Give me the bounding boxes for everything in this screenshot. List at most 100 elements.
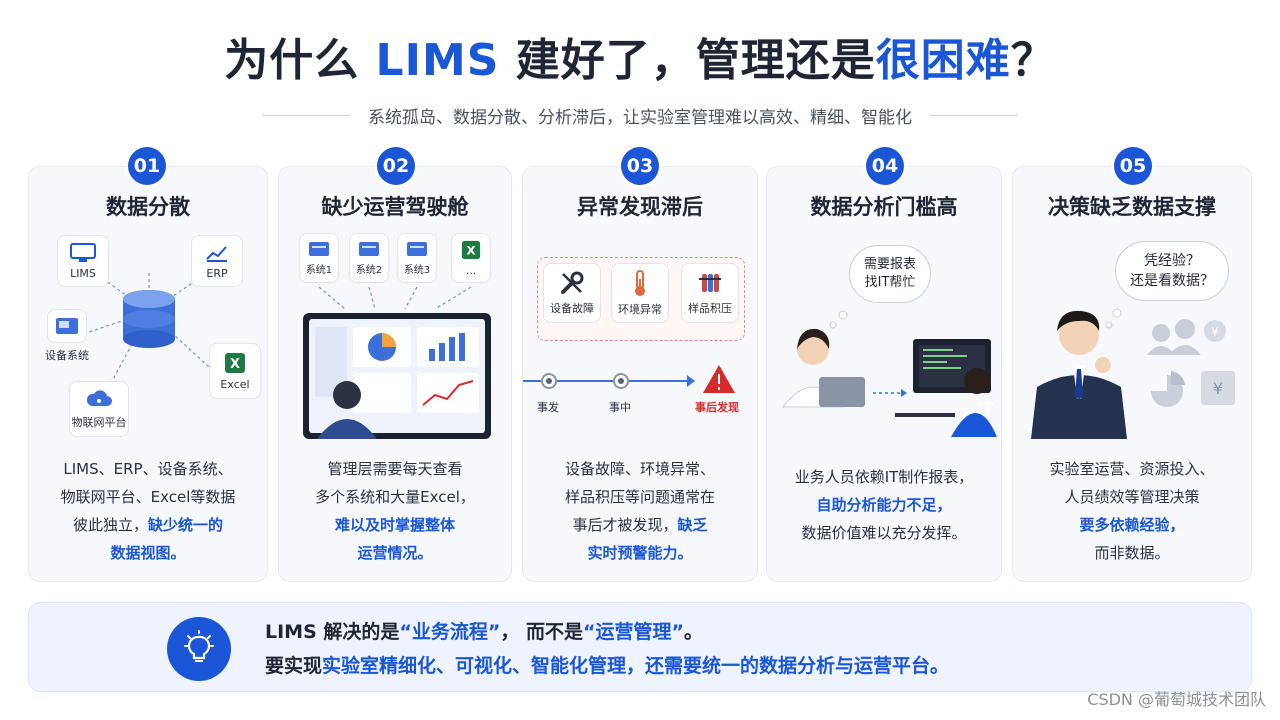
svg-text:¥: ¥	[1211, 325, 1219, 339]
summary-l1a: LIMS 解决的是	[265, 621, 400, 643]
lightbulb-icon	[167, 617, 231, 681]
summary-l1b: “业务流程”	[399, 621, 501, 643]
desc-line1: 管理层需要每天查看	[327, 460, 463, 478]
title-hard: 很困难	[875, 35, 1011, 86]
desc-line2: 人员绩效等管理决策	[1064, 488, 1200, 506]
svg-text:X: X	[230, 357, 240, 372]
excel-tile: X Excel	[209, 343, 261, 399]
divider-right	[930, 114, 1018, 116]
desc-line3: 难以及时掌握整体	[334, 516, 455, 534]
desc-line4: 实时预警能力。	[587, 544, 693, 562]
card-high-threshold: 数据分析门槛高 需要报表 找IT帮忙 IT 业务人员依赖IT制作报表， 自助分析…	[766, 166, 1002, 582]
desc-line2: 自助分析能力不足，	[816, 496, 952, 514]
bubble-line1: 需要报表	[863, 257, 916, 272]
device-system-node: 设备系统	[37, 309, 97, 363]
desc-line3b: 缺乏	[677, 516, 708, 534]
title-part5: ？	[1010, 35, 1056, 86]
businessman-thinking-illustration: ¥ ¥	[1031, 308, 1235, 439]
summary-line1: LIMS 解决的是“业务流程”， 而不是“运营管理”。	[265, 617, 703, 644]
tile-label: 设备故障	[550, 302, 594, 315]
tile-label: 物联网平台	[71, 416, 127, 429]
tile-label: Excel	[220, 377, 250, 391]
watermark: CSDN @葡萄城技术团队	[1087, 690, 1266, 709]
desc-line2: 物联网平台、Excel等数据	[60, 488, 236, 506]
desc-line4: 而非数据。	[1094, 544, 1170, 562]
timeline-late: 事后发现	[695, 401, 739, 414]
test-tubes-icon	[699, 274, 721, 292]
desc-line1: LIMS、ERP、设备系统、	[63, 460, 233, 478]
card-description: 管理层需要每天查看 多个系统和大量Excel， 难以及时掌握整体 运营情况。	[279, 455, 511, 567]
card-title: 决策缺乏数据支撑	[1048, 195, 1216, 219]
iot-tile: 物联网平台	[69, 381, 129, 437]
excel-icon: X	[225, 352, 245, 373]
desc-line3: 事后才被发现，缺乏	[523, 511, 757, 539]
tile-label: ...	[465, 263, 477, 277]
tile-label: ERP	[206, 266, 228, 280]
thought-bubble: 凭经验？ 还是看数据？	[1115, 241, 1229, 301]
bubble-line2: 还是看数据？	[1130, 273, 1214, 289]
monitor-icon	[70, 242, 96, 262]
badge-05: 05	[1114, 147, 1152, 185]
device-label: 设备系统	[45, 349, 89, 362]
device-icon	[56, 318, 78, 334]
system1-tile: 系统1	[299, 233, 339, 283]
card-title: 数据分散	[106, 195, 190, 219]
sample-backlog-tile: 样品积压	[681, 263, 739, 323]
erp-tile: ERP	[191, 235, 243, 287]
tile-label: 系统2	[355, 264, 383, 276]
bubble-line1: 凭经验？	[1144, 253, 1200, 269]
summary-line2: 要实现实验室精细化、可视化、智能化管理，还需要统一的数据分析与运营平台。	[265, 651, 949, 678]
svg-text:X: X	[466, 243, 475, 257]
title-part3: 建好了，管理还是	[499, 35, 876, 86]
desc-line1: 业务人员依赖IT制作报表，	[794, 468, 974, 486]
card-title: 数据分析门槛高	[810, 195, 958, 219]
desc-line3: 彼此独立，缺少统一的	[29, 511, 267, 539]
device-fault-tile: 设备故障	[543, 263, 601, 323]
desc-line4: 运营情况。	[357, 544, 433, 562]
system3-tile: 系统3	[397, 233, 437, 283]
device-tile	[47, 309, 87, 343]
data-scatter-diagram	[88, 271, 210, 388]
card-description: LIMS、ERP、设备系统、 物联网平台、Excel等数据 彼此独立，缺少统一的…	[29, 455, 267, 567]
wrench-icon	[561, 271, 584, 294]
desc-line2: 多个系统和大量Excel，	[315, 488, 475, 506]
tile-label: 系统3	[403, 264, 431, 276]
window-icon	[359, 241, 379, 256]
summary-l2b: 实验室精细化、可视化、智能化管理，	[322, 655, 646, 677]
env-abnormal-tile: 环境异常	[611, 263, 669, 323]
summary-l1e: 。	[683, 621, 703, 643]
lims-tile: LIMS	[57, 235, 109, 287]
database-icon	[123, 290, 175, 348]
card-description: 设备故障、环境异常、 样品积压等问题通常在 事后才被发现，缺乏 实时预警能力。	[523, 455, 757, 567]
bubble-line2: 找IT帮忙	[864, 275, 916, 290]
timeline	[523, 365, 735, 393]
badge-03: 03	[621, 147, 659, 185]
thought-bubble: 需要报表 找IT帮忙	[849, 245, 931, 303]
subtitle: 系统孤岛、数据分散、分析滞后，让实验室管理难以高效、精细、智能化	[368, 107, 912, 128]
summary-l1d: “运营管理”	[583, 621, 684, 643]
card-title: 异常发现滞后	[577, 195, 703, 219]
title-part1: 为什么	[224, 35, 376, 86]
summary-box: LIMS 解决的是“业务流程”， 而不是“运营管理”。 要实现实验室精细化、可视…	[28, 602, 1252, 692]
desc-line4: 数据视图。	[110, 544, 186, 562]
page-title: 为什么 LIMS 建好了，管理还是很困难？	[0, 28, 1280, 94]
desc-line2: 样品积压等问题通常在	[564, 488, 715, 506]
cloud-icon	[86, 390, 112, 406]
badge-04: 04	[866, 147, 904, 185]
chart-icon	[206, 245, 227, 262]
card-title: 缺少运营驾驶舱	[321, 195, 469, 219]
badge-01: 01	[128, 147, 166, 185]
desc-line3a: 彼此独立，	[72, 516, 148, 534]
card-description: 实验室运营、资源投入、 人员绩效等管理决策 要多依赖经验， 而非数据。	[1013, 455, 1251, 567]
desc-line3b: 缺少统一的	[148, 516, 224, 534]
card-description: 业务人员依赖IT制作报表， 自助分析能力不足， 数据价值难以充分发挥。	[767, 463, 1001, 547]
thermometer-icon	[635, 270, 645, 296]
excel-more-tile: X ...	[451, 233, 491, 283]
subtitle-row: 系统孤岛、数据分散、分析滞后，让实验室管理难以高效、精细、智能化	[0, 102, 1280, 128]
summary-l2c: 还需要统一的数据分析与运营平台。	[645, 655, 950, 677]
desc-line3: 数据价值难以充分发挥。	[801, 524, 967, 542]
tile-label: LIMS	[70, 266, 96, 280]
tile-label: 样品积压	[688, 302, 732, 315]
divider-left	[262, 114, 350, 116]
tile-label: 系统1	[305, 264, 333, 276]
